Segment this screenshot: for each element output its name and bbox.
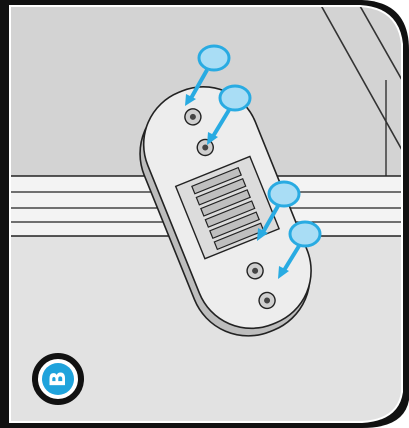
step-badge: B — [32, 353, 84, 405]
step-letter: B — [42, 363, 74, 395]
